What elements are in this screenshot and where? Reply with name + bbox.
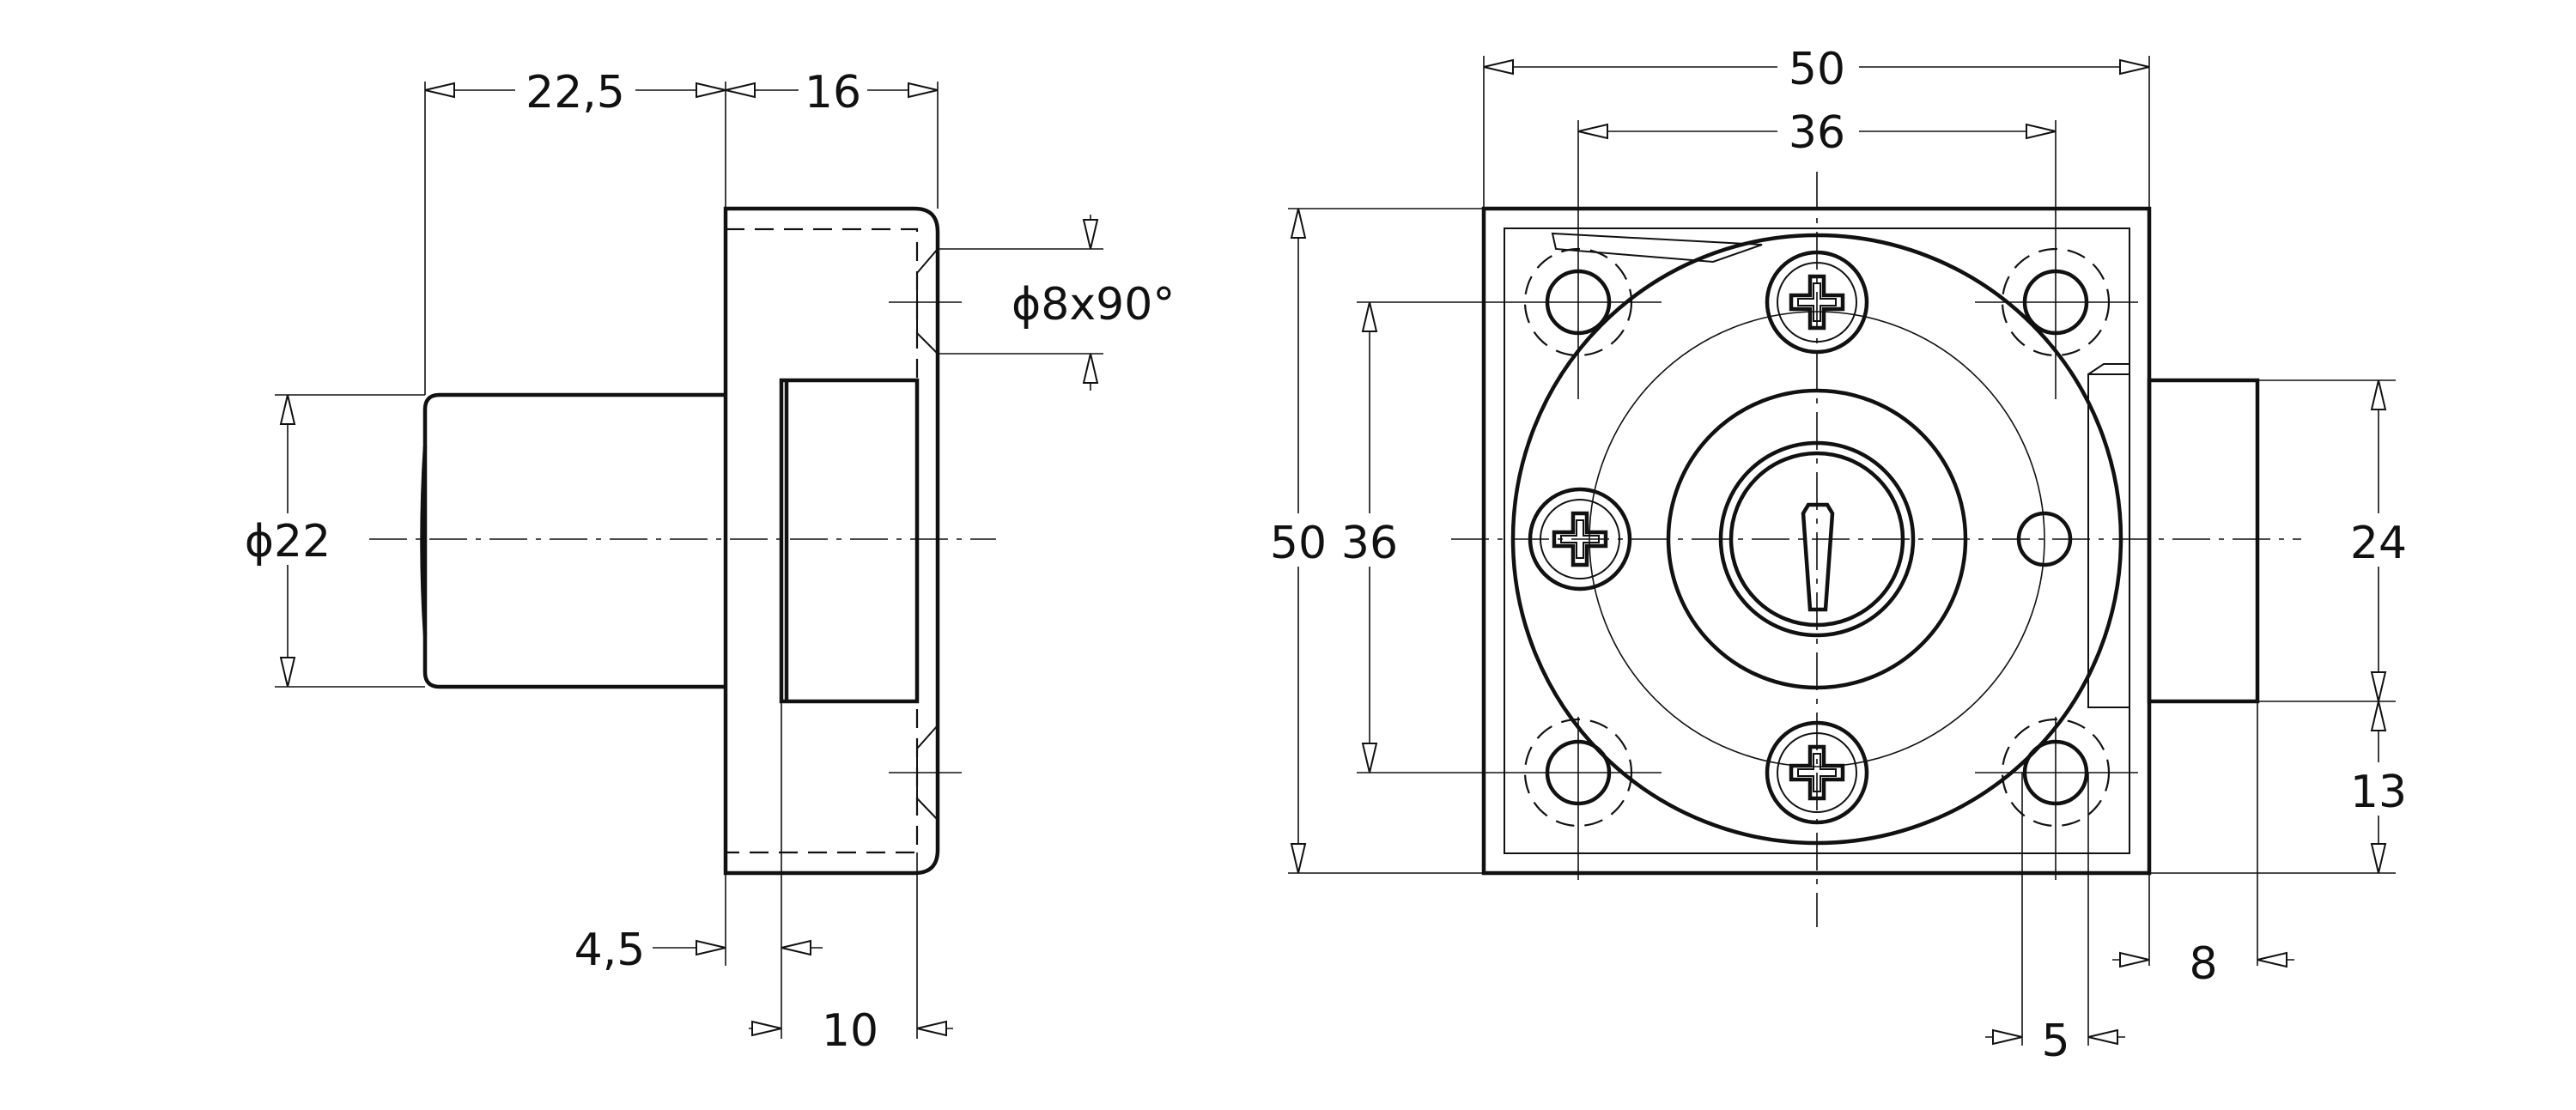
front-view: 50 36 50 36 24 13 8 xyxy=(1258,39,2419,1067)
keyhole xyxy=(1801,502,1835,612)
dim-arrow xyxy=(725,82,756,98)
dim-arrow xyxy=(1577,124,1608,139)
dim-label-10: 10 xyxy=(822,1005,878,1057)
dim-arrow xyxy=(2371,701,2386,731)
dim-label-36-height: 36 xyxy=(1341,518,1398,569)
dim-arrow xyxy=(1083,353,1098,384)
dim-arrow xyxy=(696,940,726,955)
cylinder-end-cap xyxy=(420,446,428,636)
dim-arrow xyxy=(781,940,811,955)
dim-arrow xyxy=(1362,301,1377,332)
countersink-top xyxy=(916,248,939,355)
bolt-block xyxy=(779,378,920,704)
dim-arrow xyxy=(2371,671,2386,702)
dim-arrow xyxy=(2371,843,2386,874)
dim-label-13: 13 xyxy=(2350,767,2407,818)
cylinder-body xyxy=(422,392,726,689)
dim-arrow xyxy=(2087,1029,2118,1045)
dim-label-16: 16 xyxy=(805,67,861,118)
bolt-tongue xyxy=(2147,378,2260,704)
bolt-slot xyxy=(2087,373,2130,708)
dim-arrow xyxy=(1362,743,1377,773)
dim-arrow xyxy=(1291,208,1306,239)
dim-label-8: 8 xyxy=(2189,938,2217,990)
dim-arrow xyxy=(1291,843,1306,874)
side-view: 22,5 16 ϕ22 ϕ8x90° 4,5 10 xyxy=(245,62,1175,1057)
dim-label-phi22: ϕ22 xyxy=(245,516,331,567)
bolt-slot-end xyxy=(2087,363,2129,375)
dim-label-5: 5 xyxy=(2041,1016,2069,1067)
dim-arrow xyxy=(2257,952,2287,967)
dim-arrow xyxy=(1992,1029,2023,1045)
dim-arrow xyxy=(2026,124,2057,139)
dim-label-24: 24 xyxy=(2350,518,2407,569)
dim-arrow xyxy=(1483,59,1514,75)
dim-arrow xyxy=(751,1021,782,1036)
dim-arrow xyxy=(696,82,726,98)
dim-arrow xyxy=(908,82,939,98)
housing-hidden-outline xyxy=(726,227,919,854)
dim-arrow xyxy=(2119,952,2150,967)
dim-arrow xyxy=(280,394,295,425)
dim-label-50-height: 50 xyxy=(1270,518,1327,569)
dim-arrow xyxy=(424,82,455,98)
housing-outline xyxy=(723,206,940,876)
countersink-bottom xyxy=(916,725,939,821)
dim-label-50-width: 50 xyxy=(1789,44,1845,95)
dim-arrow xyxy=(2119,59,2150,75)
dim-arrow xyxy=(2371,379,2386,410)
dim-label-phi8x90: ϕ8x90° xyxy=(1012,279,1175,331)
dim-label-22-5: 22,5 xyxy=(526,67,625,118)
dim-arrow xyxy=(1083,219,1098,250)
dim-arrow xyxy=(916,1021,947,1036)
dim-label-36-width: 36 xyxy=(1789,107,1845,159)
latch-lever xyxy=(1551,232,1763,264)
dim-arrow xyxy=(280,657,295,688)
dim-label-4-5: 4,5 xyxy=(574,925,646,976)
